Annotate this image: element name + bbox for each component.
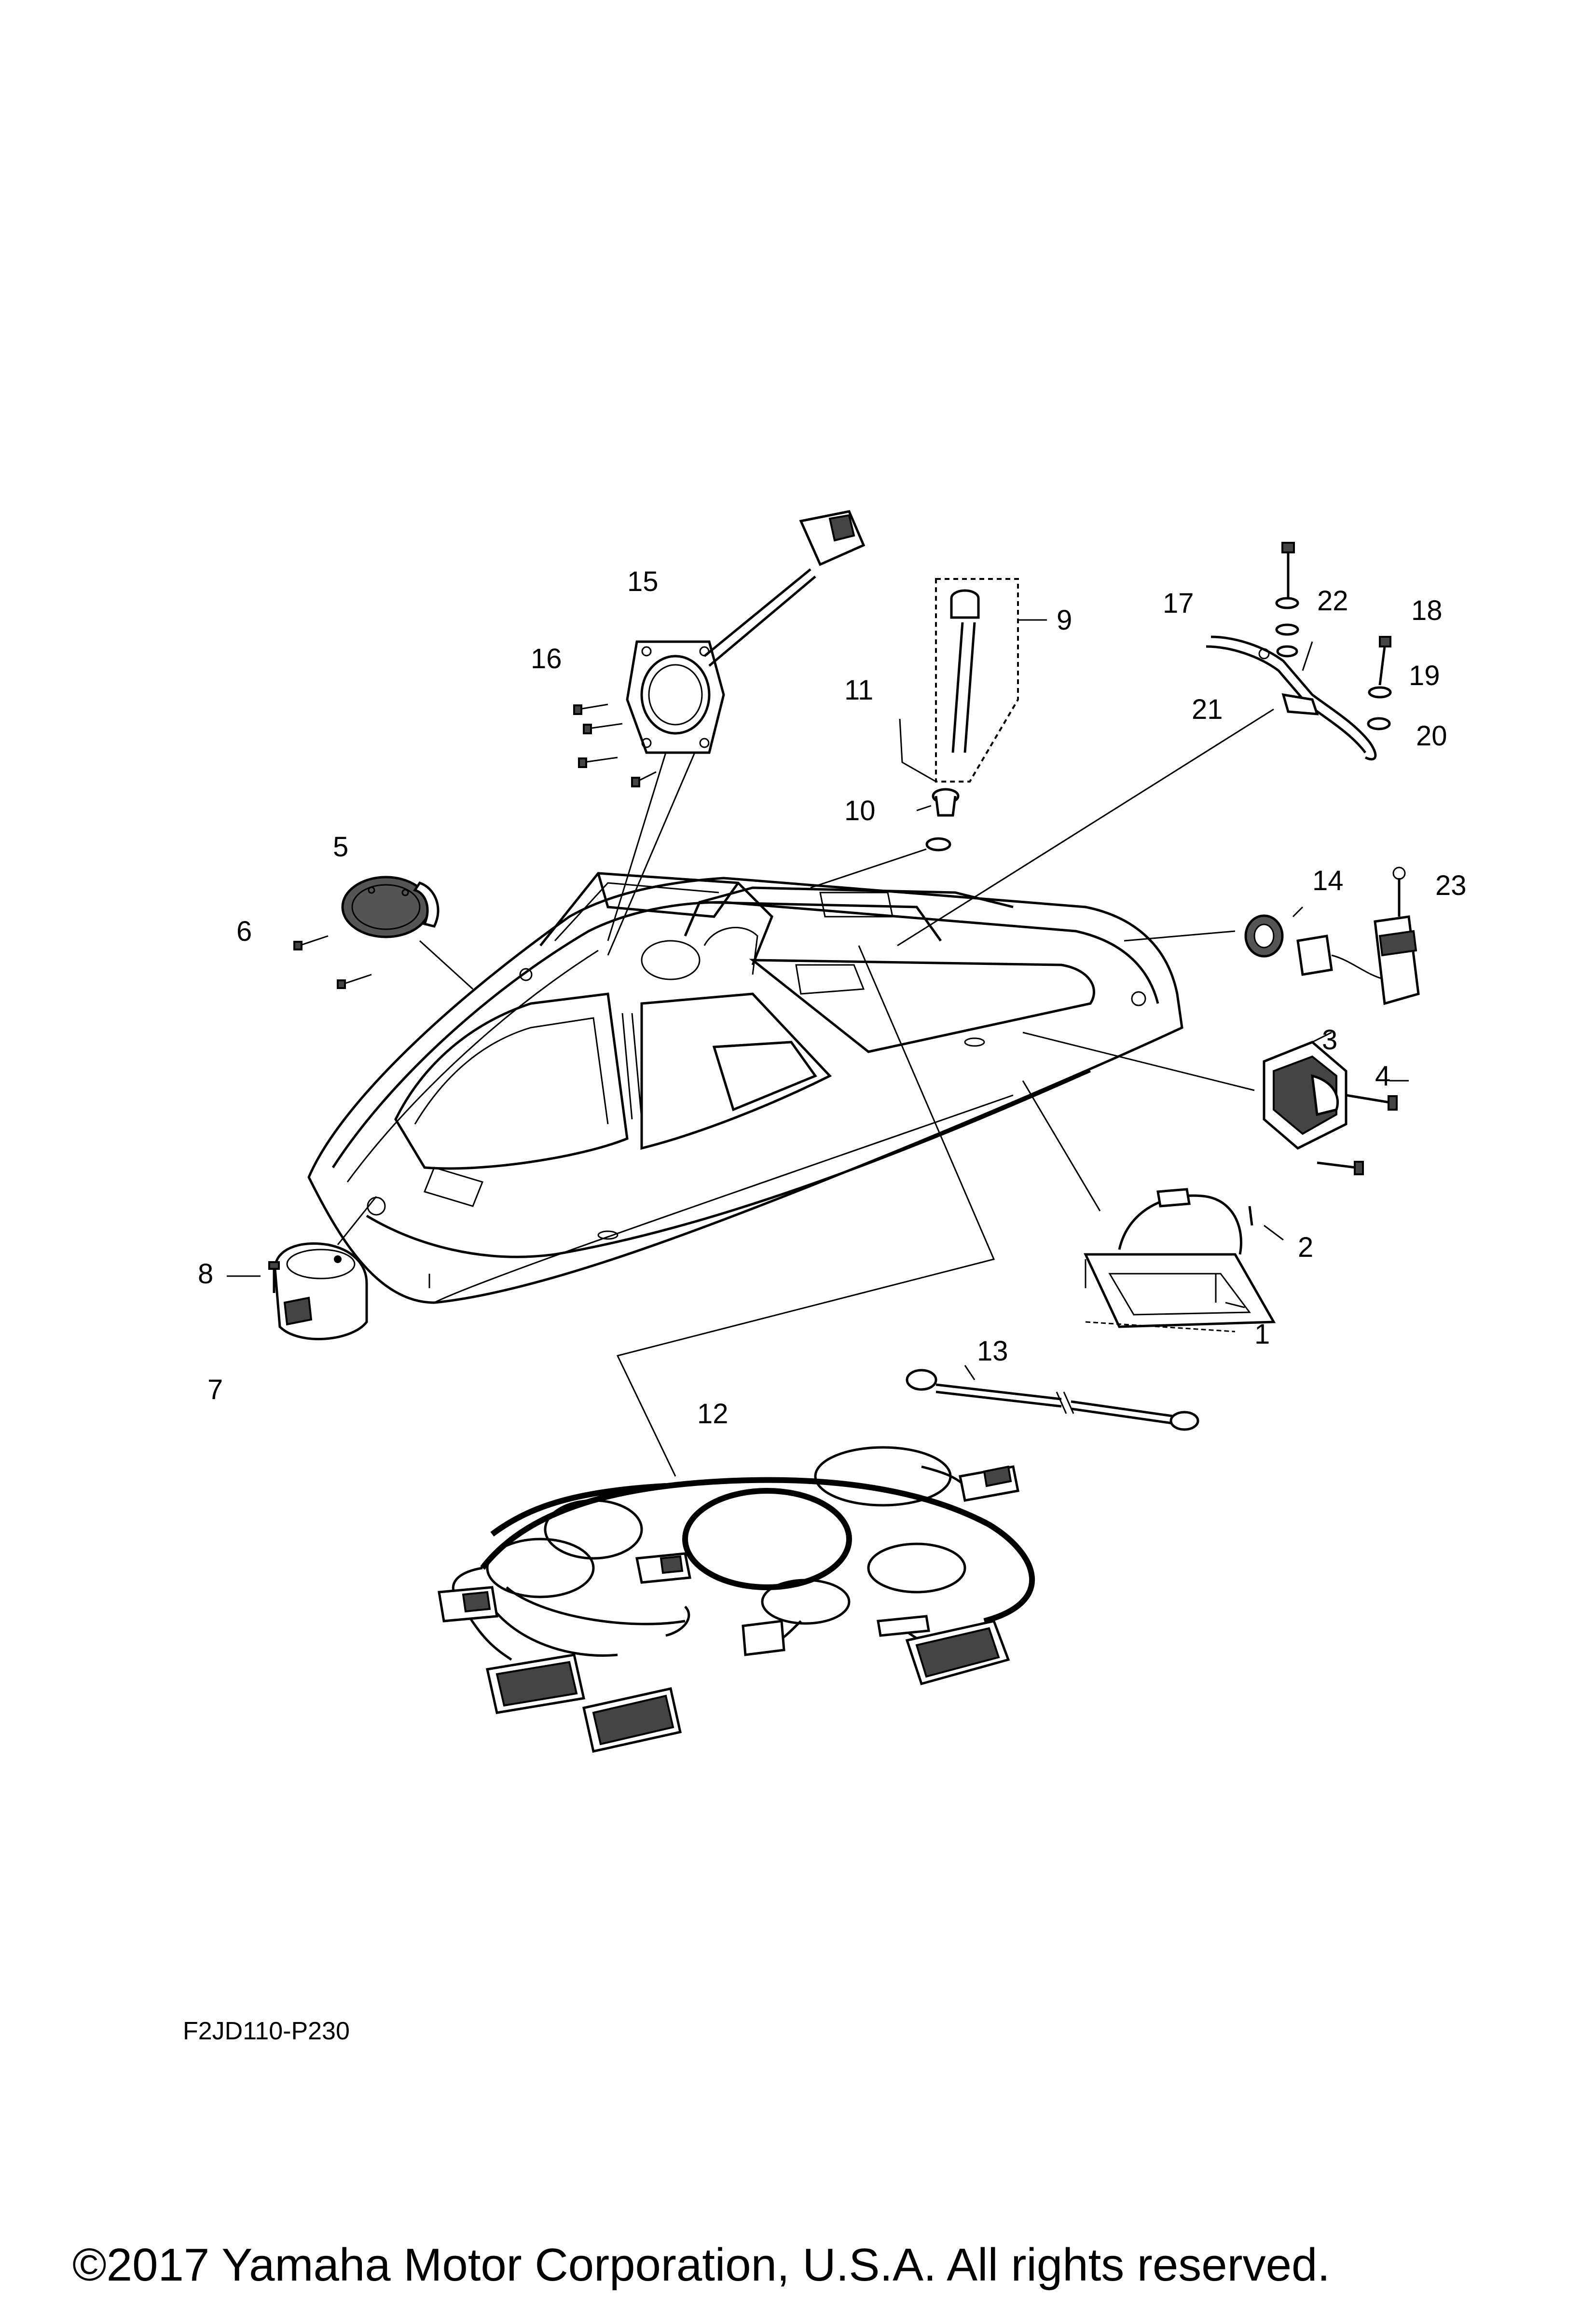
- part-18-22-fasteners: [1275, 542, 1392, 730]
- callout-15: 15: [627, 566, 659, 597]
- part-4-bolts: [1317, 1080, 1409, 1175]
- callout-19: 19: [1409, 660, 1440, 691]
- callout-11: 11: [844, 674, 873, 706]
- callout-2: 2: [1298, 1232, 1313, 1263]
- callout-8: 8: [198, 1258, 213, 1290]
- callout-16: 16: [531, 643, 562, 674]
- part-14-grommet: [1244, 914, 1284, 958]
- callout-13: 13: [977, 1335, 1008, 1367]
- part-9-sender: [935, 578, 1047, 783]
- part-8-screw: [227, 1261, 280, 1293]
- callout-6: 6: [236, 916, 252, 947]
- diagram-code: F2JD110-P230: [183, 2017, 350, 2045]
- part-15-plate: [626, 510, 866, 754]
- callout-3: 3: [1322, 1024, 1337, 1056]
- callout-9: 9: [1057, 605, 1072, 636]
- callout-12: 12: [697, 1398, 729, 1430]
- part-13-cable: [906, 1365, 1199, 1431]
- part-10-grommet: [916, 788, 960, 852]
- callout-22: 22: [1317, 585, 1348, 617]
- copyright-notice: ©2017 Yamaha Motor Corporation, U.S.A. A…: [72, 2239, 1331, 2291]
- boat-hull: [307, 872, 1183, 1304]
- callout-20: 20: [1416, 720, 1447, 752]
- callout-23: 23: [1435, 870, 1467, 901]
- callout-4: 4: [1375, 1060, 1390, 1092]
- part-11-clip: [899, 718, 936, 783]
- callout-labels: 1 2 3 4 5 6 7 8 9 10 11 12 13 14 15 16 1…: [198, 566, 1467, 1430]
- callout-7: 7: [207, 1374, 223, 1405]
- callout-5: 5: [333, 831, 348, 863]
- callout-10: 10: [844, 795, 876, 826]
- part-17-bracket: [1206, 635, 1377, 761]
- part-6-screws: [293, 935, 372, 989]
- callout-18: 18: [1411, 595, 1443, 626]
- callout-14: 14: [1312, 865, 1344, 896]
- part-23-sensor: [1296, 866, 1420, 1005]
- part-1-tray: [1084, 1188, 1276, 1333]
- callout-21: 21: [1192, 694, 1223, 725]
- part-2-screws: [1248, 1206, 1284, 1241]
- callout-17: 17: [1163, 588, 1194, 619]
- part-7-light: [274, 1242, 368, 1340]
- callout-1: 1: [1254, 1319, 1270, 1350]
- part-3-module: [1263, 1031, 1348, 1150]
- part-5-speaker: [341, 876, 440, 938]
- part-16-screws: [573, 703, 657, 787]
- part-12-harness: [438, 1446, 1035, 1753]
